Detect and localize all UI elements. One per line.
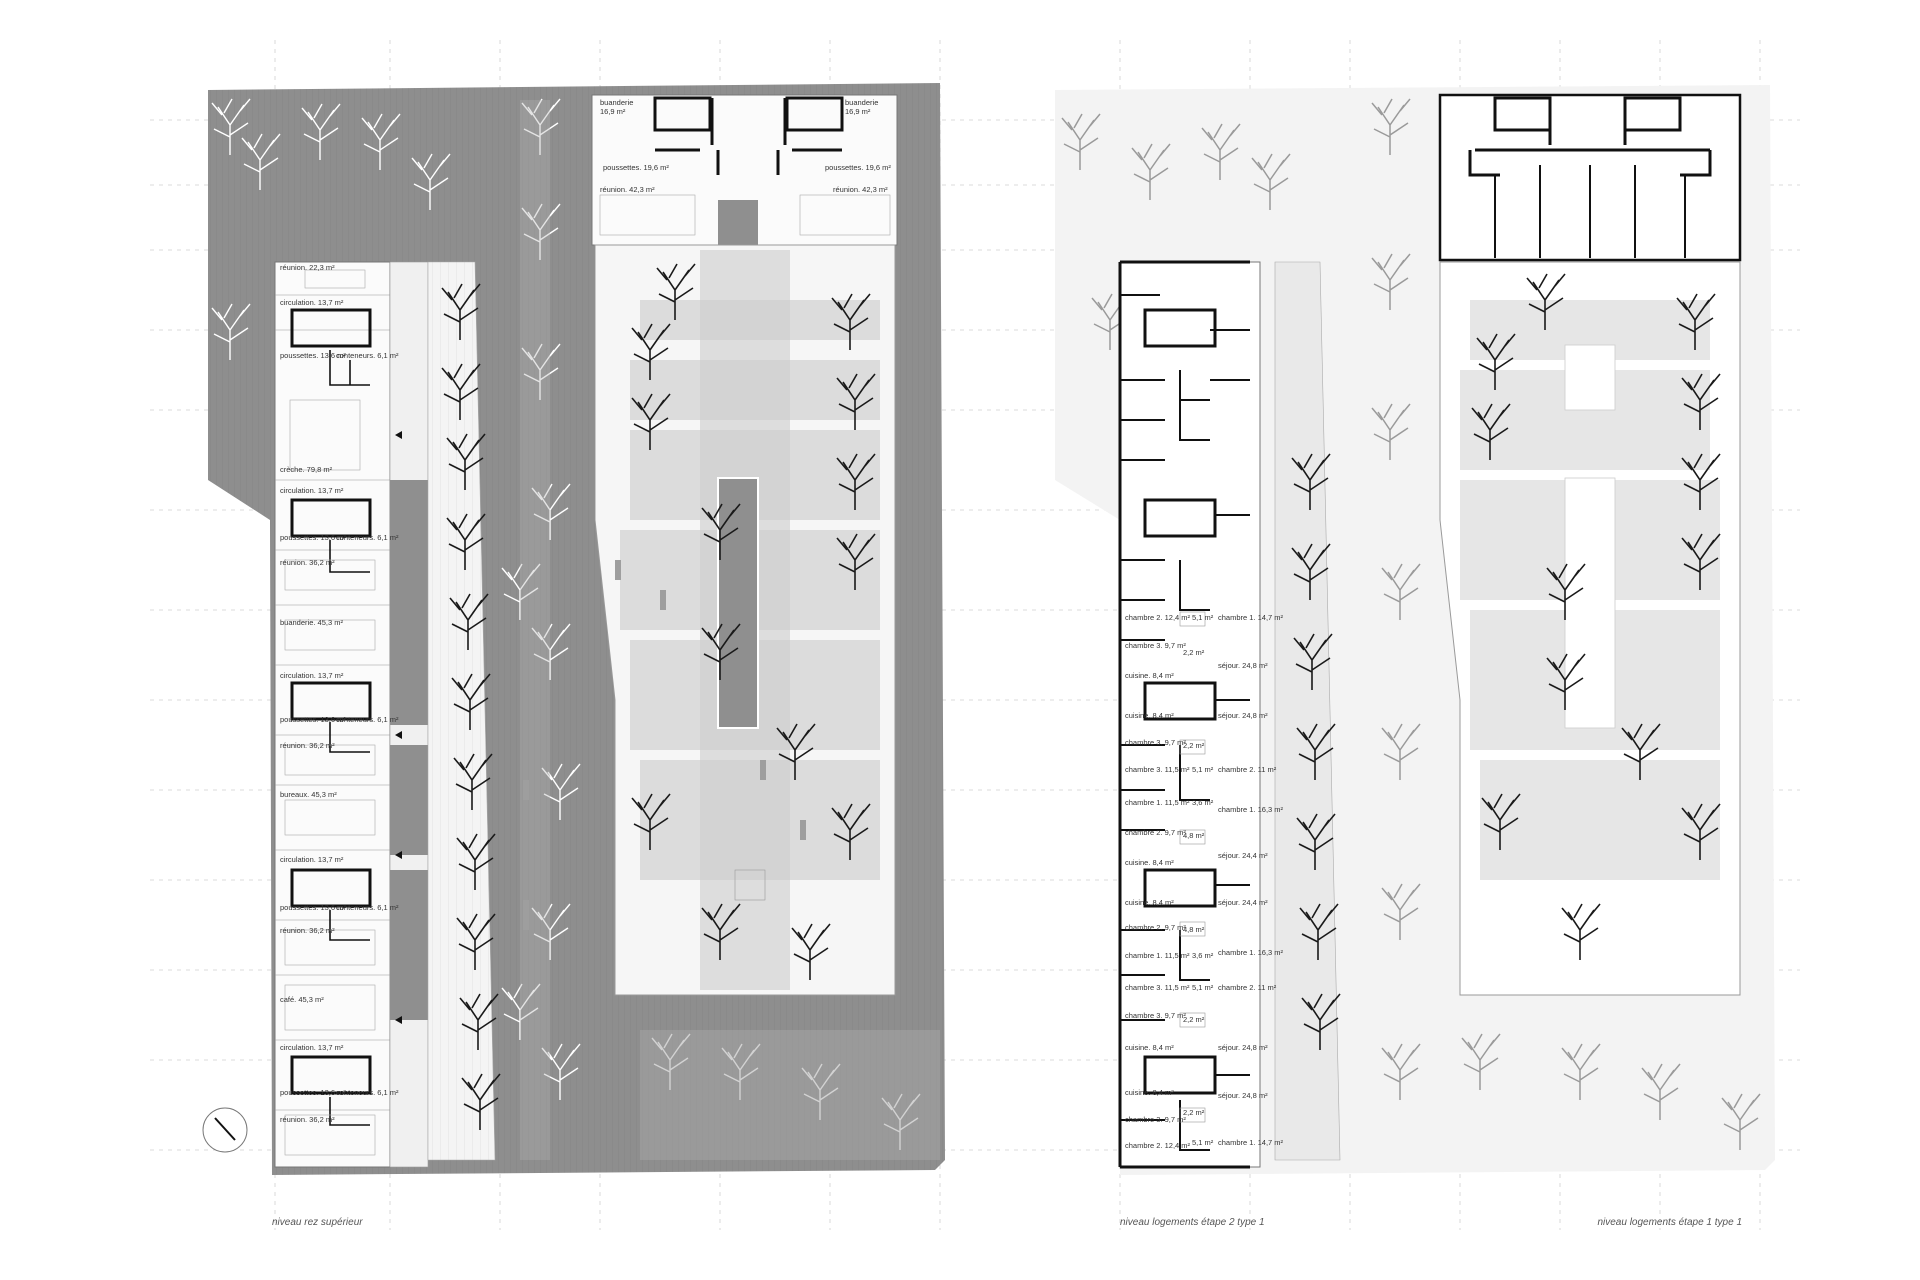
room-label: poussettes. 13,6 m² [280, 903, 346, 912]
room-label: chambre 1. 16,3 m² [1218, 805, 1284, 814]
label-poussettes-right: poussettes. 19,6 m² [825, 163, 891, 172]
room-label: 5,1 m² [1192, 1138, 1214, 1147]
room-label: chambre 2. 11 m² [1218, 765, 1277, 774]
room-label: réunion. 22,3 m² [280, 263, 335, 272]
room-label: poussettes. 13,6 m² [280, 351, 346, 360]
room-label: 4,8 m² [1183, 925, 1205, 934]
room-label: chambre 2. 9,7 m² [1125, 828, 1186, 837]
label-poussettes-left: poussettes. 19,6 m² [603, 163, 669, 172]
room-label: chambre 2. 9,7 m² [1125, 923, 1186, 932]
room-label: 4,8 m² [1183, 831, 1205, 840]
room-label: réunion. 36,2 m² [280, 558, 335, 567]
room-label: conteneurs. 6,1 m² [336, 903, 399, 912]
housing-strip-etape2 [1119, 261, 1261, 1168]
room-label: chambre 1. 14,7 m² [1218, 1138, 1284, 1147]
room-label: 3,6 m² [1192, 798, 1214, 807]
room-label: conteneurs. 6,1 m² [336, 351, 399, 360]
room-label: circulation. 13,7 m² [280, 298, 344, 307]
room-label: chambre 3. 9,7 m² [1125, 738, 1186, 747]
room-label: circulation. 13,7 m² [280, 1043, 344, 1052]
caption-middle: niveau logements étape 2 type 1 [1120, 1217, 1265, 1228]
room-label: séjour. 24,8 m² [1218, 661, 1268, 670]
room-label: chambre 2. 12,4 m² [1125, 1141, 1191, 1150]
room-label: chambre 1. 11,5 m² [1125, 951, 1190, 960]
room-label: circulation. 13,7 m² [280, 855, 344, 864]
room-label: réunion. 36,2 m² [280, 926, 335, 935]
room-label: séjour. 24,8 m² [1218, 711, 1268, 720]
room-label: conteneurs. 6,1 m² [336, 1088, 399, 1097]
room-label: poussettes. 13,6 m² [280, 533, 346, 542]
room-label: chambre 3. 11,5 m² [1125, 765, 1190, 774]
room-label: 2,2 m² [1183, 1015, 1205, 1024]
room-label: chambre 2. 12,4 m² [1125, 613, 1191, 622]
room-label: réunion. 36,2 m² [280, 1115, 335, 1124]
room-label: cuisine. 8,4 m² [1125, 711, 1174, 720]
room-label: chambre 3. 9,7 m² [1125, 1011, 1186, 1020]
room-label: chambre 1. 16,3 m² [1218, 948, 1284, 957]
room-label: 2,2 m² [1183, 741, 1205, 750]
room-label: café. 45,3 m² [280, 995, 324, 1004]
plan-right: chambre 2. 12,4 m² 5,1 m² chambre 1. 14,… [1055, 85, 1775, 1228]
room-label: poussettes. 13,6 m² [280, 1088, 346, 1097]
room-label: cuisine. 8,4 m² [1125, 858, 1174, 867]
west-room-labels: réunion. 22,3 m² circulation. 13,7 m² po… [280, 263, 399, 1124]
room-label: 3,6 m² [1192, 951, 1214, 960]
label-reunion-left: réunion. 42,3 m² [600, 185, 655, 194]
room-label: circulation. 13,7 m² [280, 671, 344, 680]
room-label: chambre 3. 11,5 m² [1125, 983, 1190, 992]
room-label: chambre 1. 11,5 m² [1125, 798, 1190, 807]
room-label: séjour. 24,4 m² [1218, 851, 1268, 860]
caption-left: niveau rez supérieur [272, 1217, 363, 1228]
room-label: crèche. 79,8 m² [280, 465, 333, 474]
room-label: bureaux. 45,3 m² [280, 790, 337, 799]
room-label: 5,1 m² [1192, 765, 1214, 774]
room-label: poussettes. 13,6 m² [280, 715, 346, 724]
room-label: séjour. 24,8 m² [1218, 1091, 1268, 1100]
room-label: circulation. 13,7 m² [280, 486, 344, 495]
room-label: chambre 1. 14,7 m² [1218, 613, 1284, 622]
room-label: chambre 2. 11 m² [1218, 983, 1277, 992]
room-label: cuisine. 8,4 m² [1125, 898, 1174, 907]
caption-right: niveau logements étape 1 type 1 [1597, 1217, 1742, 1228]
room-label: séjour. 24,4 m² [1218, 898, 1268, 907]
room-label: séjour. 24,8 m² [1218, 1043, 1268, 1052]
room-label: chambre 3. 9,7 m² [1125, 1115, 1186, 1124]
label-reunion-right: réunion. 42,3 m² [833, 185, 888, 194]
room-label: conteneurs. 6,1 m² [336, 533, 399, 542]
housing-room-labels: chambre 2. 12,4 m² 5,1 m² chambre 1. 14,… [1125, 613, 1284, 1150]
room-label: 2,2 m² [1183, 648, 1205, 657]
room-label: cuisine. 8,4 m² [1125, 1043, 1174, 1052]
room-label: buanderie. 45,3 m² [280, 618, 343, 627]
north-arrow [202, 1107, 248, 1153]
room-label: conteneurs. 6,1 m² [336, 715, 399, 724]
room-label: cuisine. 8,4 m² [1125, 671, 1174, 680]
room-label: 2,2 m² [1183, 1108, 1205, 1117]
room-label: chambre 3. 9,7 m² [1125, 641, 1186, 650]
room-label: 5,1 m² [1192, 613, 1214, 622]
room-label: 5,1 m² [1192, 983, 1214, 992]
room-label: cuisine. 8,4 m² [1125, 1088, 1174, 1097]
room-label: réunion. 36,2 m² [280, 741, 335, 750]
